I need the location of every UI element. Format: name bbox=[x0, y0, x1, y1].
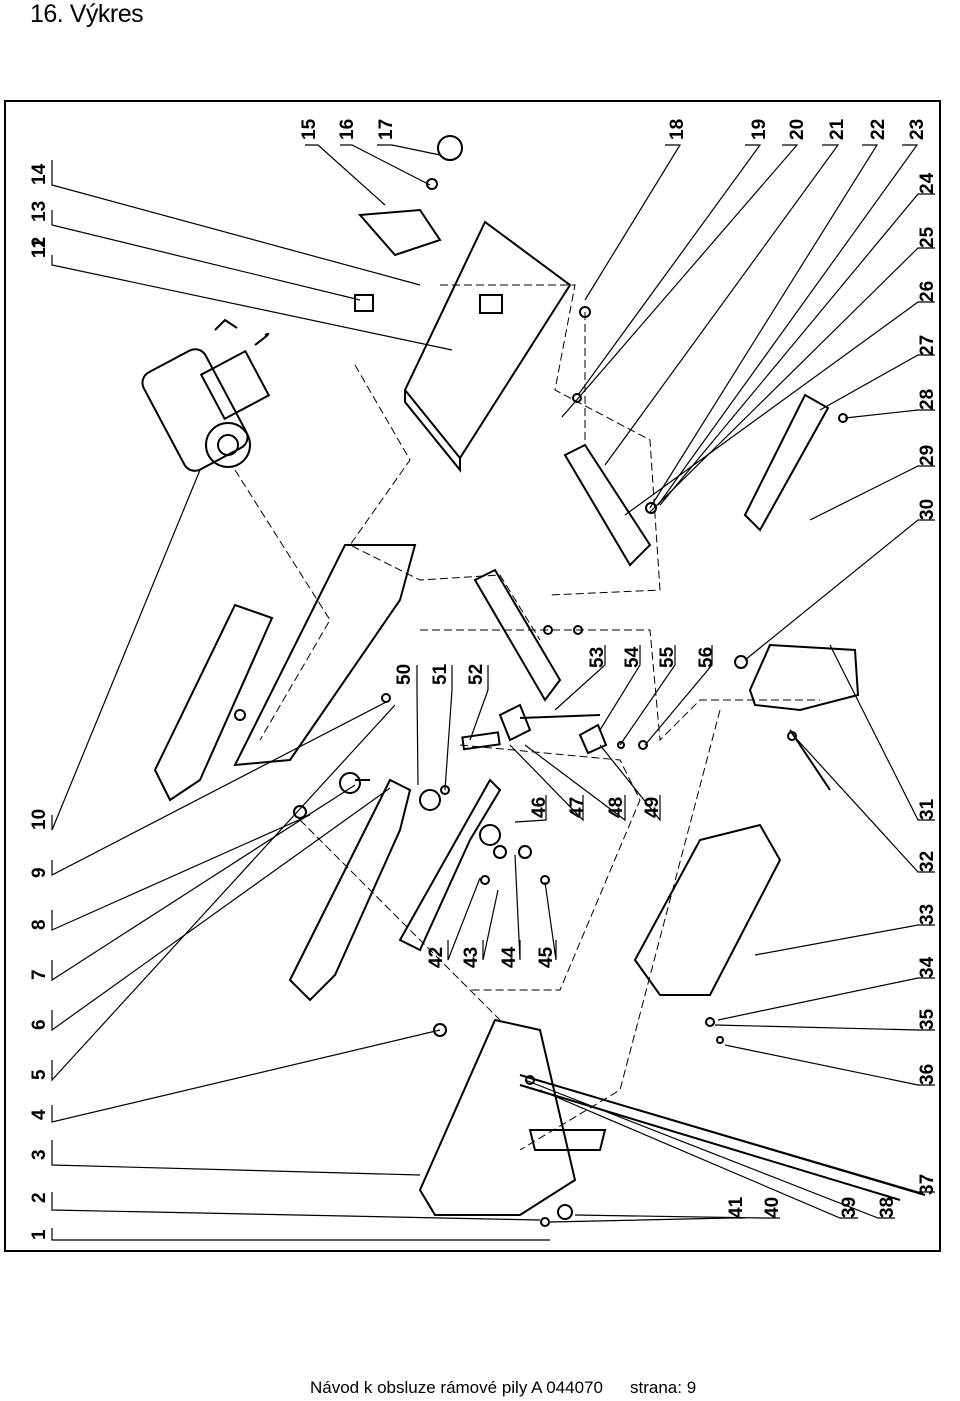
part-label-52: 52 bbox=[466, 664, 487, 685]
drawing-border bbox=[4, 100, 941, 1252]
part-label-43: 43 bbox=[461, 947, 482, 968]
part-label-55: 55 bbox=[657, 646, 678, 668]
part-label-29: 29 bbox=[917, 445, 938, 466]
part-label-20: 20 bbox=[787, 119, 808, 140]
part-label-25: 25 bbox=[917, 226, 938, 248]
part-label-6: 6 bbox=[29, 1019, 50, 1030]
part-label-35: 35 bbox=[917, 1008, 938, 1030]
part-label-17: 17 bbox=[376, 119, 397, 140]
table-plate bbox=[403, 220, 572, 460]
part-label-49: 49 bbox=[642, 797, 663, 818]
part-label-10: 10 bbox=[29, 809, 50, 830]
part-label-15: 15 bbox=[299, 118, 320, 140]
part-label-46: 46 bbox=[529, 797, 550, 818]
frame-left bbox=[153, 603, 274, 802]
mount-plate bbox=[563, 443, 652, 567]
leader-lines bbox=[51, 144, 935, 1241]
part-label-27: 27 bbox=[917, 335, 938, 356]
part-label-1: 1 bbox=[29, 1229, 50, 1240]
part-label-32: 32 bbox=[917, 851, 938, 872]
upper-arm bbox=[288, 778, 412, 1002]
part-label-54: 54 bbox=[622, 646, 643, 668]
part-label-56: 56 bbox=[696, 647, 717, 668]
part-label-7: 7 bbox=[29, 969, 50, 980]
part-label-40: 40 bbox=[762, 1197, 783, 1218]
part-label-21: 21 bbox=[827, 118, 848, 140]
part-label-51: 51 bbox=[430, 663, 451, 685]
part-label-8: 8 bbox=[29, 919, 50, 930]
part-label-4: 4 bbox=[29, 1109, 50, 1120]
part-label-30: 30 bbox=[917, 499, 938, 520]
dust-box bbox=[748, 643, 860, 712]
base bbox=[418, 1018, 577, 1216]
part-label-48: 48 bbox=[606, 797, 627, 818]
footer-page-number: strana: 9 bbox=[630, 1378, 697, 1397]
part-label-5: 5 bbox=[29, 1069, 50, 1080]
footer-manual-title: Návod k obsluze rámové pily A 044070 bbox=[310, 1378, 603, 1397]
part-label-18: 18 bbox=[667, 119, 688, 140]
part-label-23: 23 bbox=[907, 119, 928, 140]
frame-middle bbox=[233, 544, 417, 767]
part-label-38: 38 bbox=[877, 1197, 898, 1218]
part-label-13: 13 bbox=[29, 201, 50, 222]
part-label-34: 34 bbox=[917, 956, 938, 978]
part-label-3: 3 bbox=[29, 1149, 50, 1160]
part-label-26: 26 bbox=[917, 281, 938, 302]
part-label-41: 41 bbox=[726, 1196, 747, 1218]
part-label-36: 36 bbox=[917, 1064, 938, 1085]
page-title: 16. Výkres bbox=[30, 0, 144, 28]
square-nut bbox=[354, 294, 374, 312]
part-label-50: 50 bbox=[394, 664, 415, 685]
blade bbox=[743, 393, 830, 532]
part-label-42: 42 bbox=[426, 947, 447, 968]
part-label-53: 53 bbox=[587, 647, 608, 668]
guard-plate bbox=[357, 208, 442, 257]
parts bbox=[141, 135, 926, 1227]
part-label-9: 9 bbox=[29, 867, 50, 878]
slider-arm bbox=[473, 568, 562, 702]
part-label-28: 28 bbox=[917, 389, 938, 410]
part-label-19: 19 bbox=[749, 119, 770, 140]
part-label-33: 33 bbox=[917, 904, 938, 925]
part-label-22: 22 bbox=[868, 119, 889, 140]
part-label-2: 2 bbox=[29, 1192, 50, 1203]
knob bbox=[437, 135, 463, 161]
part-label-31: 31 bbox=[917, 798, 938, 820]
side-cover bbox=[633, 823, 782, 996]
part-label-37: 37 bbox=[917, 1174, 938, 1195]
part-label-47: 47 bbox=[567, 797, 588, 818]
part-label-11: 11 bbox=[29, 237, 50, 258]
part-label-12: 12 bbox=[29, 237, 50, 258]
part-label-45: 45 bbox=[536, 946, 557, 968]
assembly-lines bbox=[234, 284, 820, 1151]
part-label-14: 14 bbox=[29, 163, 50, 185]
part-label-16: 16 bbox=[337, 119, 358, 140]
part-label-44: 44 bbox=[499, 946, 520, 968]
part-label-24: 24 bbox=[917, 172, 938, 194]
motor-assembly bbox=[141, 318, 271, 472]
part-label-39: 39 bbox=[839, 1197, 860, 1218]
